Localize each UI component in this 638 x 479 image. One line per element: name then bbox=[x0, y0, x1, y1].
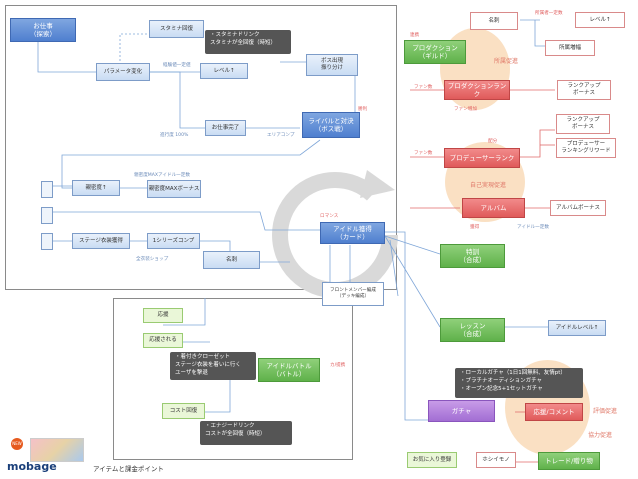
new-badge-icon: NEW bbox=[11, 438, 23, 450]
node-oshigoto[interactable]: お仕事 （探索） bbox=[10, 18, 76, 42]
card-stack-2[interactable] bbox=[41, 207, 53, 224]
node-tokkun[interactable]: 特訓 （合成） bbox=[440, 244, 505, 268]
node-series-complete[interactable]: 1シリーズコンプ bbox=[147, 233, 200, 249]
label-zen-stage: 全衣装ショップ bbox=[136, 257, 169, 262]
label-fan-kasan: ファン増加 bbox=[454, 107, 477, 112]
idol-thumbnail-image bbox=[30, 438, 84, 462]
node-meishi[interactable]: 名刺 bbox=[203, 251, 260, 269]
node-producer-grade[interactable]: プロデューサー ランキングリワード bbox=[556, 138, 616, 158]
node-rival-taiketsu[interactable]: ライバルと対決 （ボス戦） bbox=[302, 112, 360, 138]
label-shinmitsudo-lv: 親密度MAXアイドル一定数 bbox=[134, 173, 190, 178]
label-fan-su-2: ファン数 bbox=[414, 151, 433, 156]
node-shinmitsudo-max[interactable]: 親密度MAXボーナス bbox=[147, 180, 201, 198]
note-signature: ・着付きクローゼット ステージ衣装を着いに行く ユーザを撃退 bbox=[170, 352, 256, 380]
node-stamina-kaifuku[interactable]: スタミナ回復 bbox=[149, 20, 204, 38]
card-stack-3[interactable] bbox=[41, 233, 53, 250]
note-stamina: ・スタミナドリンク スタミナが全回復（時短） bbox=[205, 30, 291, 54]
node-producer-rank[interactable]: プロデューサーランク bbox=[444, 148, 520, 168]
label-area-complete: エリアコンプ bbox=[267, 133, 295, 138]
node-level-up-top[interactable]: レベル↑ bbox=[200, 63, 248, 79]
main-panel bbox=[5, 5, 397, 290]
node-shinmitsudo-up[interactable]: 親密度↑ bbox=[72, 180, 120, 196]
label-chain: 連携 bbox=[410, 33, 420, 38]
node-rankup-bonus1[interactable]: ランクアップ ボーナス bbox=[557, 80, 611, 100]
node-oshigoto-kanryo[interactable]: お仕事完了 bbox=[205, 120, 246, 136]
node-production-guild[interactable]: プロダクション （ギルド） bbox=[404, 40, 466, 64]
label-shikikan: カ/提携 bbox=[330, 363, 346, 368]
note-gacha: ・ローカルガチャ（1日1回無料、友情pt） ・プラチナオーディションガチャ ・オ… bbox=[455, 368, 583, 398]
region-label-jiko: 自己実現促進 bbox=[470, 182, 507, 189]
node-stage-enshutsu[interactable]: ステージ衣装獲得 bbox=[72, 233, 130, 249]
mobage-logo: mobage bbox=[7, 460, 57, 473]
footer-caption: アイテムと課金ポイント bbox=[93, 465, 164, 473]
node-album-bonus[interactable]: アルバムボーナス bbox=[550, 200, 606, 216]
bottom-panel bbox=[113, 298, 353, 460]
label-romance: ロマンス bbox=[320, 214, 339, 219]
node-hoshii[interactable]: ホシイモノ bbox=[476, 452, 516, 468]
node-trade[interactable]: トレード/贈り物 bbox=[538, 452, 600, 470]
node-ouen-left[interactable]: 応援 bbox=[143, 308, 183, 323]
node-ouen-comment[interactable]: 応援/コメント bbox=[525, 403, 583, 421]
node-boss-ari[interactable]: ボス出現 振り分け bbox=[306, 54, 358, 76]
region-label-hyouka: 評価促進 bbox=[593, 408, 618, 415]
region-label-shozoku: 所属促進 bbox=[494, 58, 519, 65]
node-cost-kaifuku[interactable]: コスト回復 bbox=[162, 403, 205, 419]
node-idol-battle[interactable]: アイドルバトル （バトル） bbox=[258, 358, 320, 382]
node-level-up-right[interactable]: レベル↑ bbox=[575, 12, 625, 28]
label-fan-su-1: ファン数 bbox=[414, 85, 433, 90]
node-frontmember[interactable]: フロントメンバー編成 （デッキ編成） bbox=[322, 282, 384, 306]
node-album[interactable]: アルバム bbox=[462, 198, 525, 218]
card-stack-1[interactable] bbox=[41, 181, 53, 198]
label-keikenchi: 経験値一定値 bbox=[163, 63, 191, 68]
label-shinkoudo: 進行度 100% bbox=[160, 133, 189, 138]
node-rankup-bonus2[interactable]: ランクアップ ボーナス bbox=[556, 114, 610, 134]
node-param-henka[interactable]: パラメータ変化 bbox=[96, 63, 150, 81]
node-daisuki[interactable]: お気に入り登録 bbox=[407, 452, 457, 468]
label-kachi: 勝利 bbox=[358, 107, 368, 112]
label-shimei: 所属者一定数 bbox=[535, 11, 563, 16]
node-ouen-sareru[interactable]: 応援される bbox=[143, 333, 183, 348]
label-bunpai: 配分 bbox=[488, 139, 498, 144]
node-gacha[interactable]: ガチャ bbox=[428, 400, 495, 422]
node-lesson[interactable]: レッスン （合成） bbox=[440, 318, 505, 342]
label-kakutoku: 獲得 bbox=[470, 225, 480, 230]
node-production-rank[interactable]: プロダクションランク bbox=[444, 80, 510, 100]
node-takara[interactable]: 所属増幅 bbox=[545, 40, 595, 56]
label-idol-ichiteisu: アイドル一定数 bbox=[517, 225, 549, 230]
note-energy: ・エナジードリンク コストが全回復（時短） bbox=[200, 421, 292, 445]
node-meishi-top[interactable]: 名刺 bbox=[470, 12, 518, 30]
node-idol-level-up[interactable]: アイドルレベル↑ bbox=[548, 320, 606, 336]
region-label-kyoryoku: 協力促進 bbox=[588, 432, 613, 439]
node-idol-kakutoku[interactable]: アイドル獲得 （カード） bbox=[320, 222, 385, 244]
